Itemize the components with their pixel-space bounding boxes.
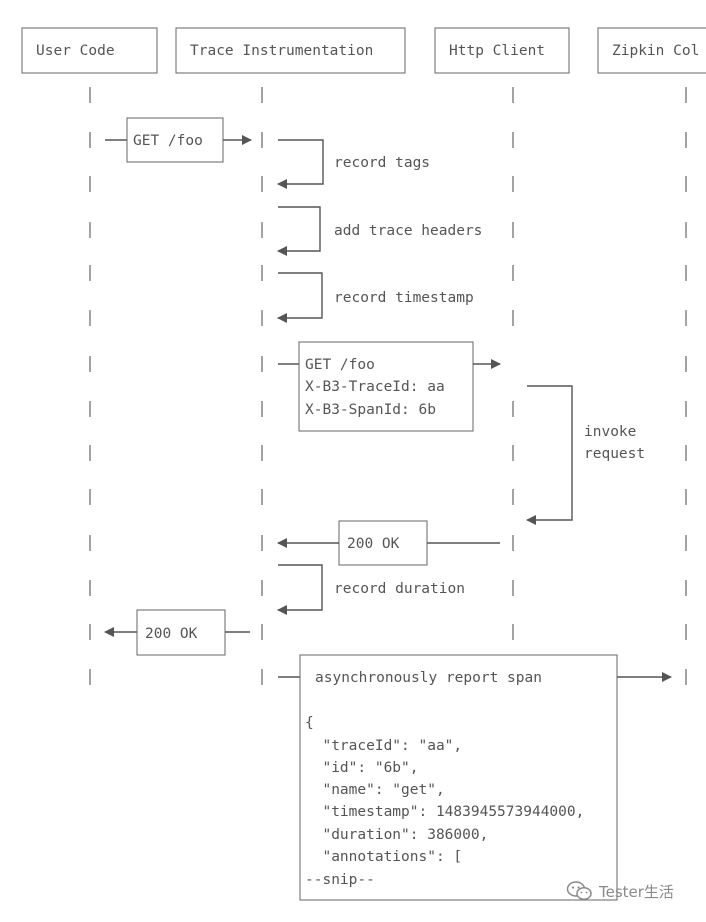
participant-http-client: Http Client: [434, 27, 570, 74]
message-get-foo-headers-line-2: X-B3-TraceId: aa: [305, 379, 445, 395]
message-record-tags-label: record tags: [334, 155, 430, 171]
span-json-line: "timestamp": 1483945573944000,: [305, 804, 584, 820]
lifelines: [89, 87, 687, 685]
message-invoke-request: invoke request: [526, 385, 645, 525]
participant-zipkin-collector-label: Zipkin Col: [612, 43, 699, 59]
message-report-span: asynchronously report span { "traceId": …: [278, 654, 672, 901]
participant-user-code: User Code: [21, 27, 158, 74]
span-json-line: "id": "6b",: [305, 760, 419, 776]
watermark: Tester生活: [566, 876, 674, 906]
message-add-trace-headers-label: add trace headers: [334, 223, 482, 239]
span-json-line: --snip--: [305, 872, 375, 888]
span-json-line: "annotations": [: [305, 849, 462, 865]
message-invoke-request-line-2: request: [584, 446, 645, 462]
message-record-timestamp: record timestamp: [277, 272, 474, 323]
message-invoke-request-line-1: invoke: [584, 424, 636, 440]
watermark-text: Tester生活: [599, 882, 674, 901]
participant-user-code-label: User Code: [36, 43, 115, 59]
message-report-span-title: asynchronously report span: [315, 670, 542, 686]
message-get-foo-headers: GET /foo X-B3-TraceId: aa X-B3-SpanId: 6…: [278, 341, 501, 432]
message-add-trace-headers: add trace headers: [277, 206, 482, 256]
message-get-foo: GET /foo: [105, 117, 252, 163]
span-json-line: {: [305, 715, 314, 731]
participant-trace-instrumentation-label: Trace Instrumentation: [190, 43, 373, 59]
span-json-line: "name": "get",: [305, 782, 445, 798]
message-200-ok-http: 200 OK: [277, 520, 500, 566]
participant-trace-instrumentation: Trace Instrumentation: [175, 27, 406, 74]
participant-zipkin-collector: Zipkin Col: [597, 27, 706, 74]
message-record-tags: record tags: [277, 139, 430, 189]
message-record-duration: record duration: [277, 564, 465, 615]
message-get-foo-headers-line-3: X-B3-SpanId: 6b: [305, 402, 436, 418]
participant-http-client-label: Http Client: [449, 43, 545, 59]
message-get-foo-headers-line-1: GET /foo: [305, 357, 375, 373]
message-200-ok-user: 200 OK: [104, 609, 250, 656]
message-record-duration-label: record duration: [334, 581, 465, 597]
wechat-icon: [566, 881, 592, 901]
message-200-ok-user-label: 200 OK: [145, 626, 198, 642]
message-200-ok-http-label: 200 OK: [347, 536, 400, 552]
message-get-foo-label: GET /foo: [133, 133, 203, 149]
span-json-line: "traceId": "aa",: [305, 738, 462, 754]
message-record-timestamp-label: record timestamp: [334, 290, 474, 306]
span-json-line: "duration": 386000,: [305, 827, 488, 843]
